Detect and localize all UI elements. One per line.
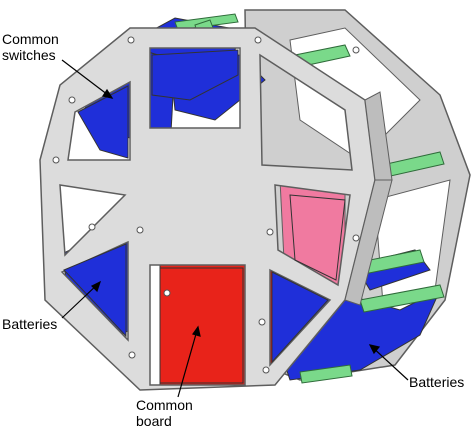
visible-through-openings [63, 49, 346, 384]
front-octagon-plate [39, 27, 376, 391]
bolt-hole [352, 46, 360, 54]
bolt-hole [127, 36, 135, 44]
board-in-opening [159, 267, 244, 384]
switch-panel-in-opening [77, 85, 129, 159]
pink-in-opening [289, 194, 346, 281]
bolt-holes [52, 36, 360, 374]
bolt-hole [258, 318, 266, 326]
batteries-left-label: Batteries [2, 316, 58, 332]
bolt-hole [266, 228, 274, 236]
batteries-right-label: Batteries [409, 374, 465, 390]
bar [299, 364, 353, 384]
common-board-label: Common board [136, 397, 193, 429]
leader-switches [61, 59, 113, 99]
bolt-hole [128, 351, 136, 359]
battery-in-left-opening [63, 243, 127, 338]
arrowhead [90, 280, 102, 293]
bar [359, 284, 445, 313]
bolt-hole [136, 226, 144, 234]
battery-in-right-opening [271, 271, 329, 364]
arrowhead [368, 344, 381, 355]
bolt-hole [262, 366, 270, 374]
frame-depth-lower [344, 179, 393, 306]
leader-board [177, 326, 199, 398]
common-switches-label: Common switches [2, 31, 59, 63]
switch-panel-in-top-opening [151, 49, 239, 101]
front-frame [39, 27, 393, 391]
arrowhead [192, 325, 201, 337]
leader-lines [61, 59, 409, 398]
bolt-hole [352, 234, 360, 242]
bolt-hole [163, 289, 171, 297]
bolt-hole [254, 36, 262, 44]
bolt-hole [68, 96, 76, 104]
bolt-hole [52, 156, 60, 164]
bolt-hole [88, 223, 96, 231]
arrowhead [102, 88, 114, 99]
